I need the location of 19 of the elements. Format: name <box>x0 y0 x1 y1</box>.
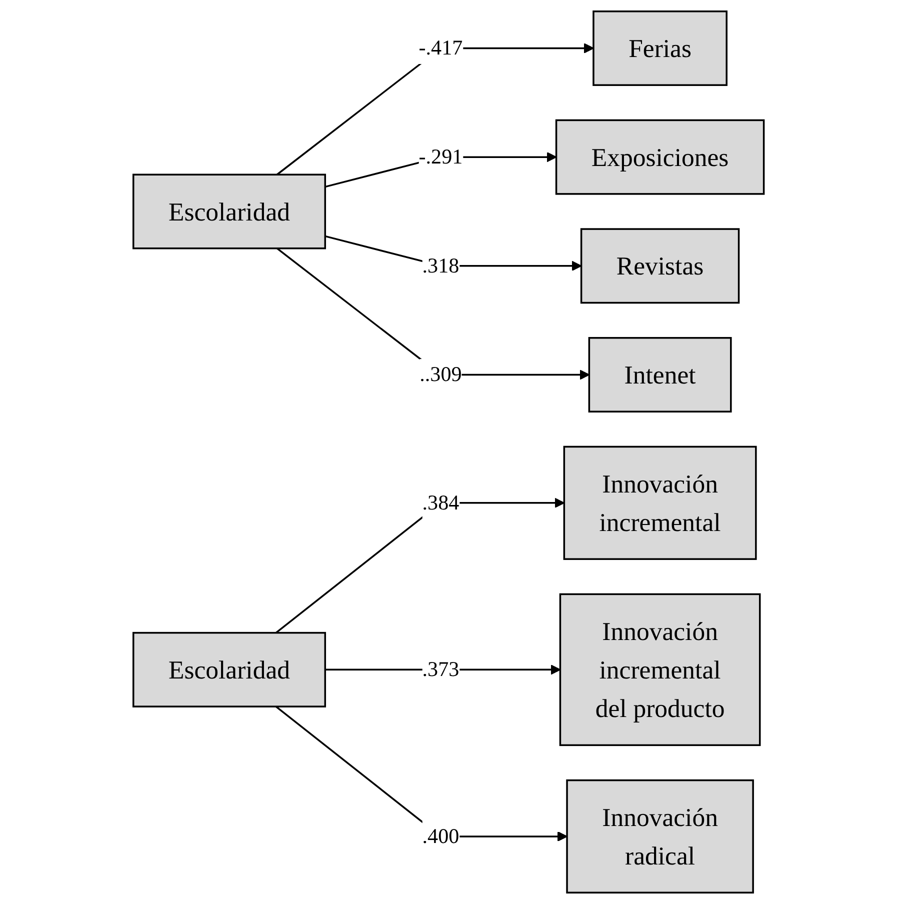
arrow <box>276 43 594 176</box>
edge-label: .373 <box>422 657 460 681</box>
node-box <box>592 10 728 86</box>
node-box <box>559 593 761 746</box>
edge-label: -.417 <box>418 36 463 60</box>
node-box <box>132 632 326 708</box>
node-box <box>555 119 765 195</box>
edge-label: .384 <box>422 490 460 514</box>
edge-label: -.291 <box>418 144 463 168</box>
edge-label: ..309 <box>420 362 462 386</box>
node-box <box>588 337 732 412</box>
edge-label: .318 <box>422 254 460 278</box>
edge-label: .400 <box>422 824 460 848</box>
arrow <box>276 248 590 380</box>
path-diagram: -.417 -.291 .318 ..309 .384 .373 .400 Escolaridad Ferias Exposiciones Revistas Intenet Escolaridad Innovación incremental Innovación incremental del producto Innovación radical <box>124 2 774 902</box>
node-box <box>580 228 740 304</box>
node-box <box>566 779 754 894</box>
node-box <box>563 446 757 560</box>
node-box <box>132 174 326 250</box>
